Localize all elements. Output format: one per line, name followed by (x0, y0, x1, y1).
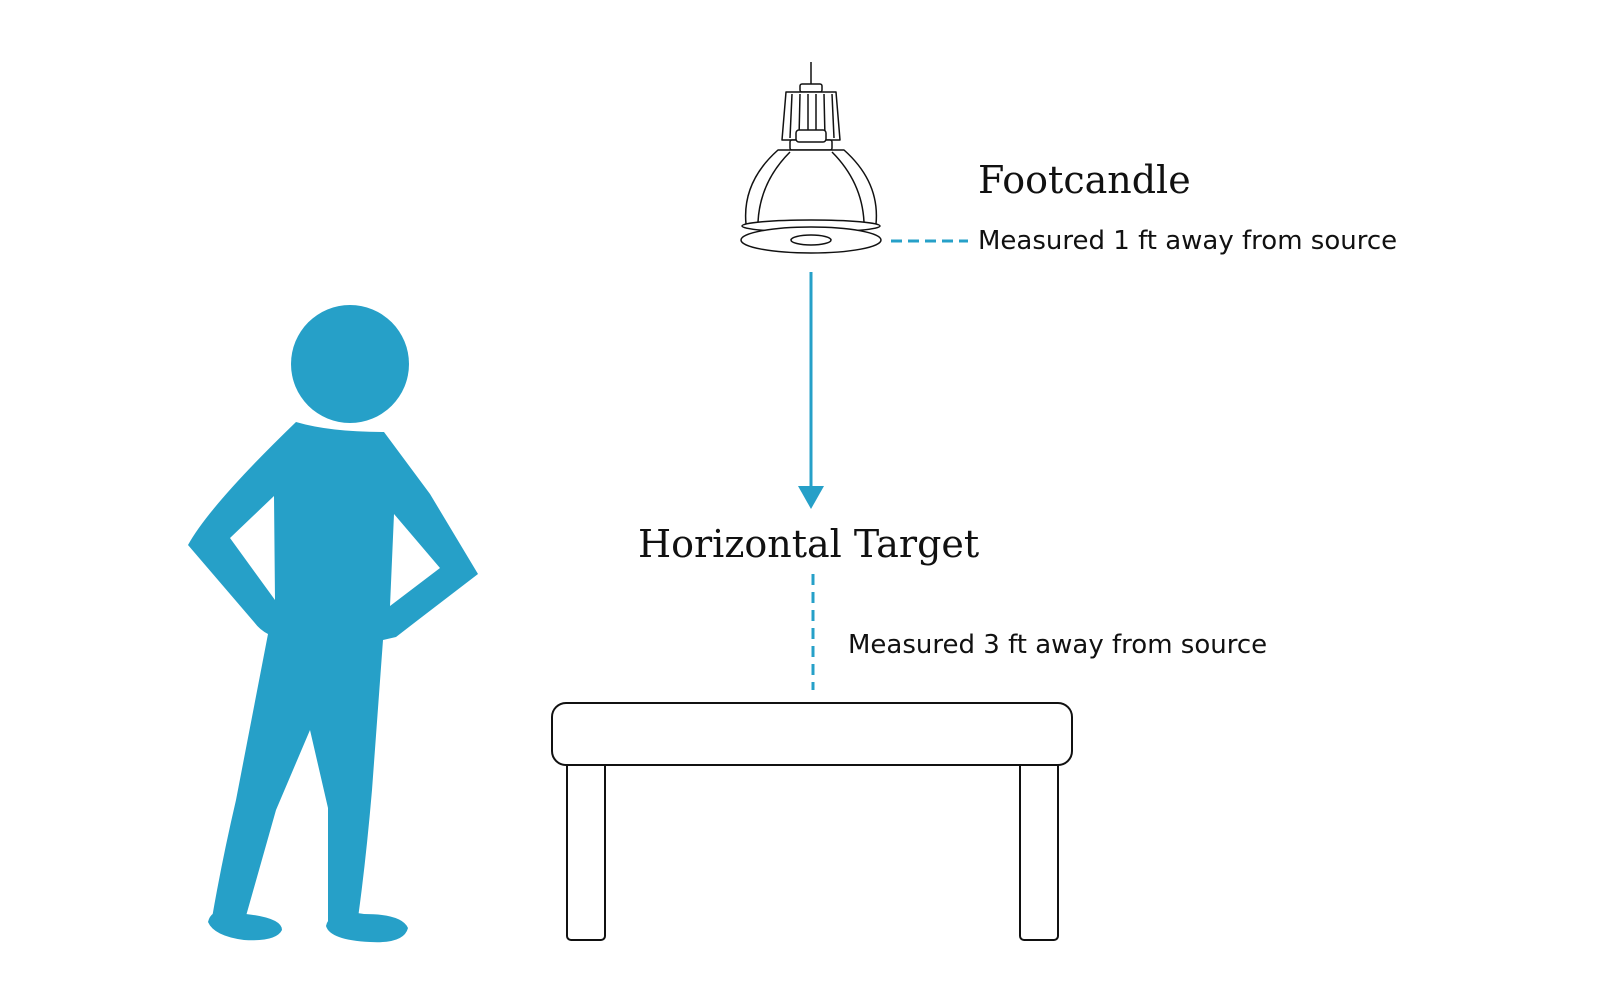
footcandle-note: Measured 1 ft away from source (978, 226, 1397, 256)
target-note: Measured 3 ft away from source (848, 630, 1267, 660)
pendant-lamp-icon (740, 62, 882, 254)
table-icon (551, 702, 1073, 941)
person-icon (188, 305, 478, 943)
down-arrow-icon (798, 272, 824, 509)
footcandle-title: Footcandle (978, 158, 1191, 202)
horizontal-target-title: Horizontal Target (638, 522, 979, 566)
